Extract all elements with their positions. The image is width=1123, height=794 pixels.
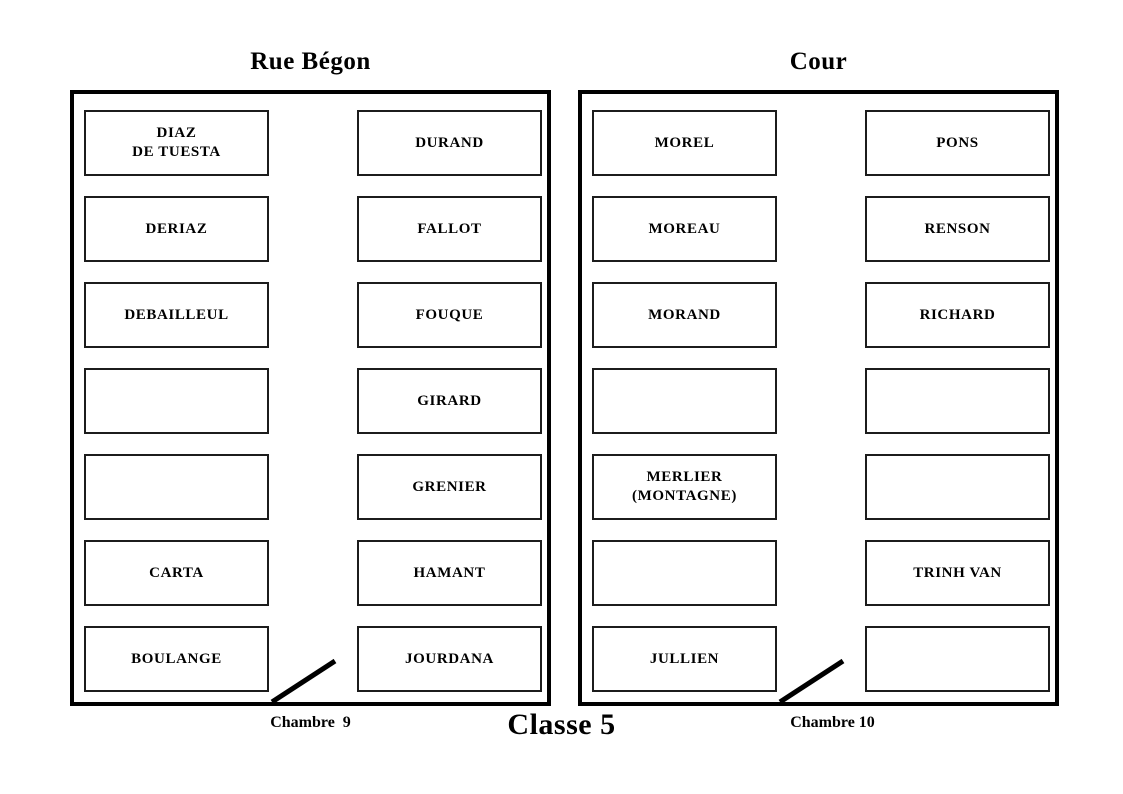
orientation-label-cour: Cour <box>789 48 848 75</box>
bed-box: DERIAZ <box>84 196 269 262</box>
bed-box: MOREL <box>592 110 777 176</box>
bed-box: RICHARD <box>865 282 1050 348</box>
room-chambre-10: MOREL MOREAU MORAND MERLIER (MONTAGNE) J… <box>578 90 1059 706</box>
chambre-9-label: Chambre 9 <box>270 714 351 731</box>
bed-box-empty <box>865 368 1050 434</box>
bed-box-empty <box>592 368 777 434</box>
occupant-name: FALLOT <box>417 220 482 237</box>
bed-box: TRINH VAN <box>865 540 1050 606</box>
room-chambre-9: DIAZ DE TUESTA DERIAZ DEBAILLEUL CARTA B… <box>70 90 551 706</box>
bed-box-empty <box>592 540 777 606</box>
occupant-name: PONS <box>936 134 979 151</box>
chambre-10-label: Chambre 10 <box>790 714 875 731</box>
room10-left-bed-column: MOREL MOREAU MORAND MERLIER (MONTAGNE) J… <box>592 110 777 692</box>
occupant-name: RENSON <box>924 220 991 237</box>
bed-box: DEBAILLEUL <box>84 282 269 348</box>
occupant-name: MERLIER (MONTAGNE) <box>632 469 737 504</box>
bed-box: JULLIEN <box>592 626 777 692</box>
room9-left-bed-column: DIAZ DE TUESTA DERIAZ DEBAILLEUL CARTA B… <box>84 110 269 692</box>
door-line <box>778 658 845 704</box>
bed-box-empty <box>865 454 1050 520</box>
bed-box: MERLIER (MONTAGNE) <box>592 454 777 520</box>
occupant-name: DURAND <box>415 134 484 151</box>
occupant-name: FOUQUE <box>415 306 484 323</box>
bed-box: RENSON <box>865 196 1050 262</box>
occupant-name: GIRARD <box>417 392 482 409</box>
bed-box: MOREAU <box>592 196 777 262</box>
occupant-name: MOREAU <box>648 220 721 237</box>
door-line <box>270 658 337 704</box>
room9-right-bed-column: DURAND FALLOT FOUQUE GIRARD GRENIER HAMA… <box>357 110 542 692</box>
occupant-name: JOURDANA <box>405 650 494 667</box>
occupant-name: TRINH VAN <box>913 564 1002 581</box>
bed-box: GRENIER <box>357 454 542 520</box>
bed-box: GIRARD <box>357 368 542 434</box>
occupant-name: CARTA <box>149 564 204 581</box>
bed-box-empty <box>84 368 269 434</box>
occupant-name: RICHARD <box>919 306 996 323</box>
bed-box: FALLOT <box>357 196 542 262</box>
bed-box: JOURDANA <box>357 626 542 692</box>
occupant-name: HAMANT <box>413 564 486 581</box>
bed-box: PONS <box>865 110 1050 176</box>
occupant-name: GRENIER <box>412 478 487 495</box>
bed-box-empty <box>865 626 1050 692</box>
bed-box: MORAND <box>592 282 777 348</box>
bed-box: DURAND <box>357 110 542 176</box>
orientation-label-rue-begon: Rue Bégon <box>250 48 371 75</box>
occupant-name: DIAZ DE TUESTA <box>132 125 221 160</box>
classe-5-title: Classe 5 <box>507 708 616 741</box>
bed-box: DIAZ DE TUESTA <box>84 110 269 176</box>
occupant-name: JULLIEN <box>649 650 720 667</box>
occupant-name: DEBAILLEUL <box>124 306 229 323</box>
occupant-name: BOULANGE <box>131 650 222 667</box>
bed-box: HAMANT <box>357 540 542 606</box>
occupant-name: MOREL <box>654 134 715 151</box>
room10-right-bed-column: PONS RENSON RICHARD TRINH VAN <box>865 110 1050 692</box>
bed-box: FOUQUE <box>357 282 542 348</box>
occupant-name: MORAND <box>648 306 721 323</box>
occupant-name: DERIAZ <box>145 220 208 237</box>
bed-box-empty <box>84 454 269 520</box>
bed-box: CARTA <box>84 540 269 606</box>
bed-box: BOULANGE <box>84 626 269 692</box>
